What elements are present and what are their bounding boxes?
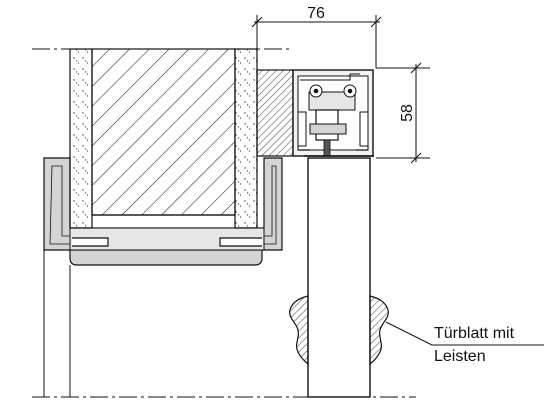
right-plaster xyxy=(234,48,258,229)
door-leaf xyxy=(304,155,374,398)
wall-section xyxy=(69,48,258,229)
wall-core xyxy=(91,48,236,216)
dimension-width-label: 76 xyxy=(307,5,325,22)
casing-frame xyxy=(43,157,283,266)
right-guide xyxy=(359,111,368,147)
door-panel xyxy=(307,157,371,398)
mounting-block xyxy=(256,69,294,157)
dimension-height: 58 xyxy=(376,62,430,164)
roller-left-hub xyxy=(313,88,319,94)
moulding-left xyxy=(289,295,309,366)
casing-inner-strip xyxy=(69,227,265,251)
dimension-width: 76 xyxy=(251,5,382,68)
callout-label-line2: Leisten xyxy=(434,348,486,365)
callout-label-line1: Türblatt mit xyxy=(434,325,515,342)
right-clip xyxy=(219,237,262,247)
track-profile xyxy=(292,69,374,157)
wall-extension-lines xyxy=(43,250,71,397)
callout: Türblatt mit Leisten xyxy=(385,321,544,365)
callout-leader xyxy=(385,321,433,346)
left-guide xyxy=(298,111,307,147)
mouldings xyxy=(289,295,389,366)
dimension-height-label: 58 xyxy=(399,104,416,122)
mount-screw xyxy=(323,139,331,157)
casing-lower-panel xyxy=(69,249,263,266)
moulding-right xyxy=(369,295,389,366)
left-clip xyxy=(72,237,109,247)
left-plaster xyxy=(69,48,93,229)
profile-top-lip xyxy=(300,73,360,81)
roller-right-hub xyxy=(347,88,353,94)
hanger-plate xyxy=(309,123,347,135)
